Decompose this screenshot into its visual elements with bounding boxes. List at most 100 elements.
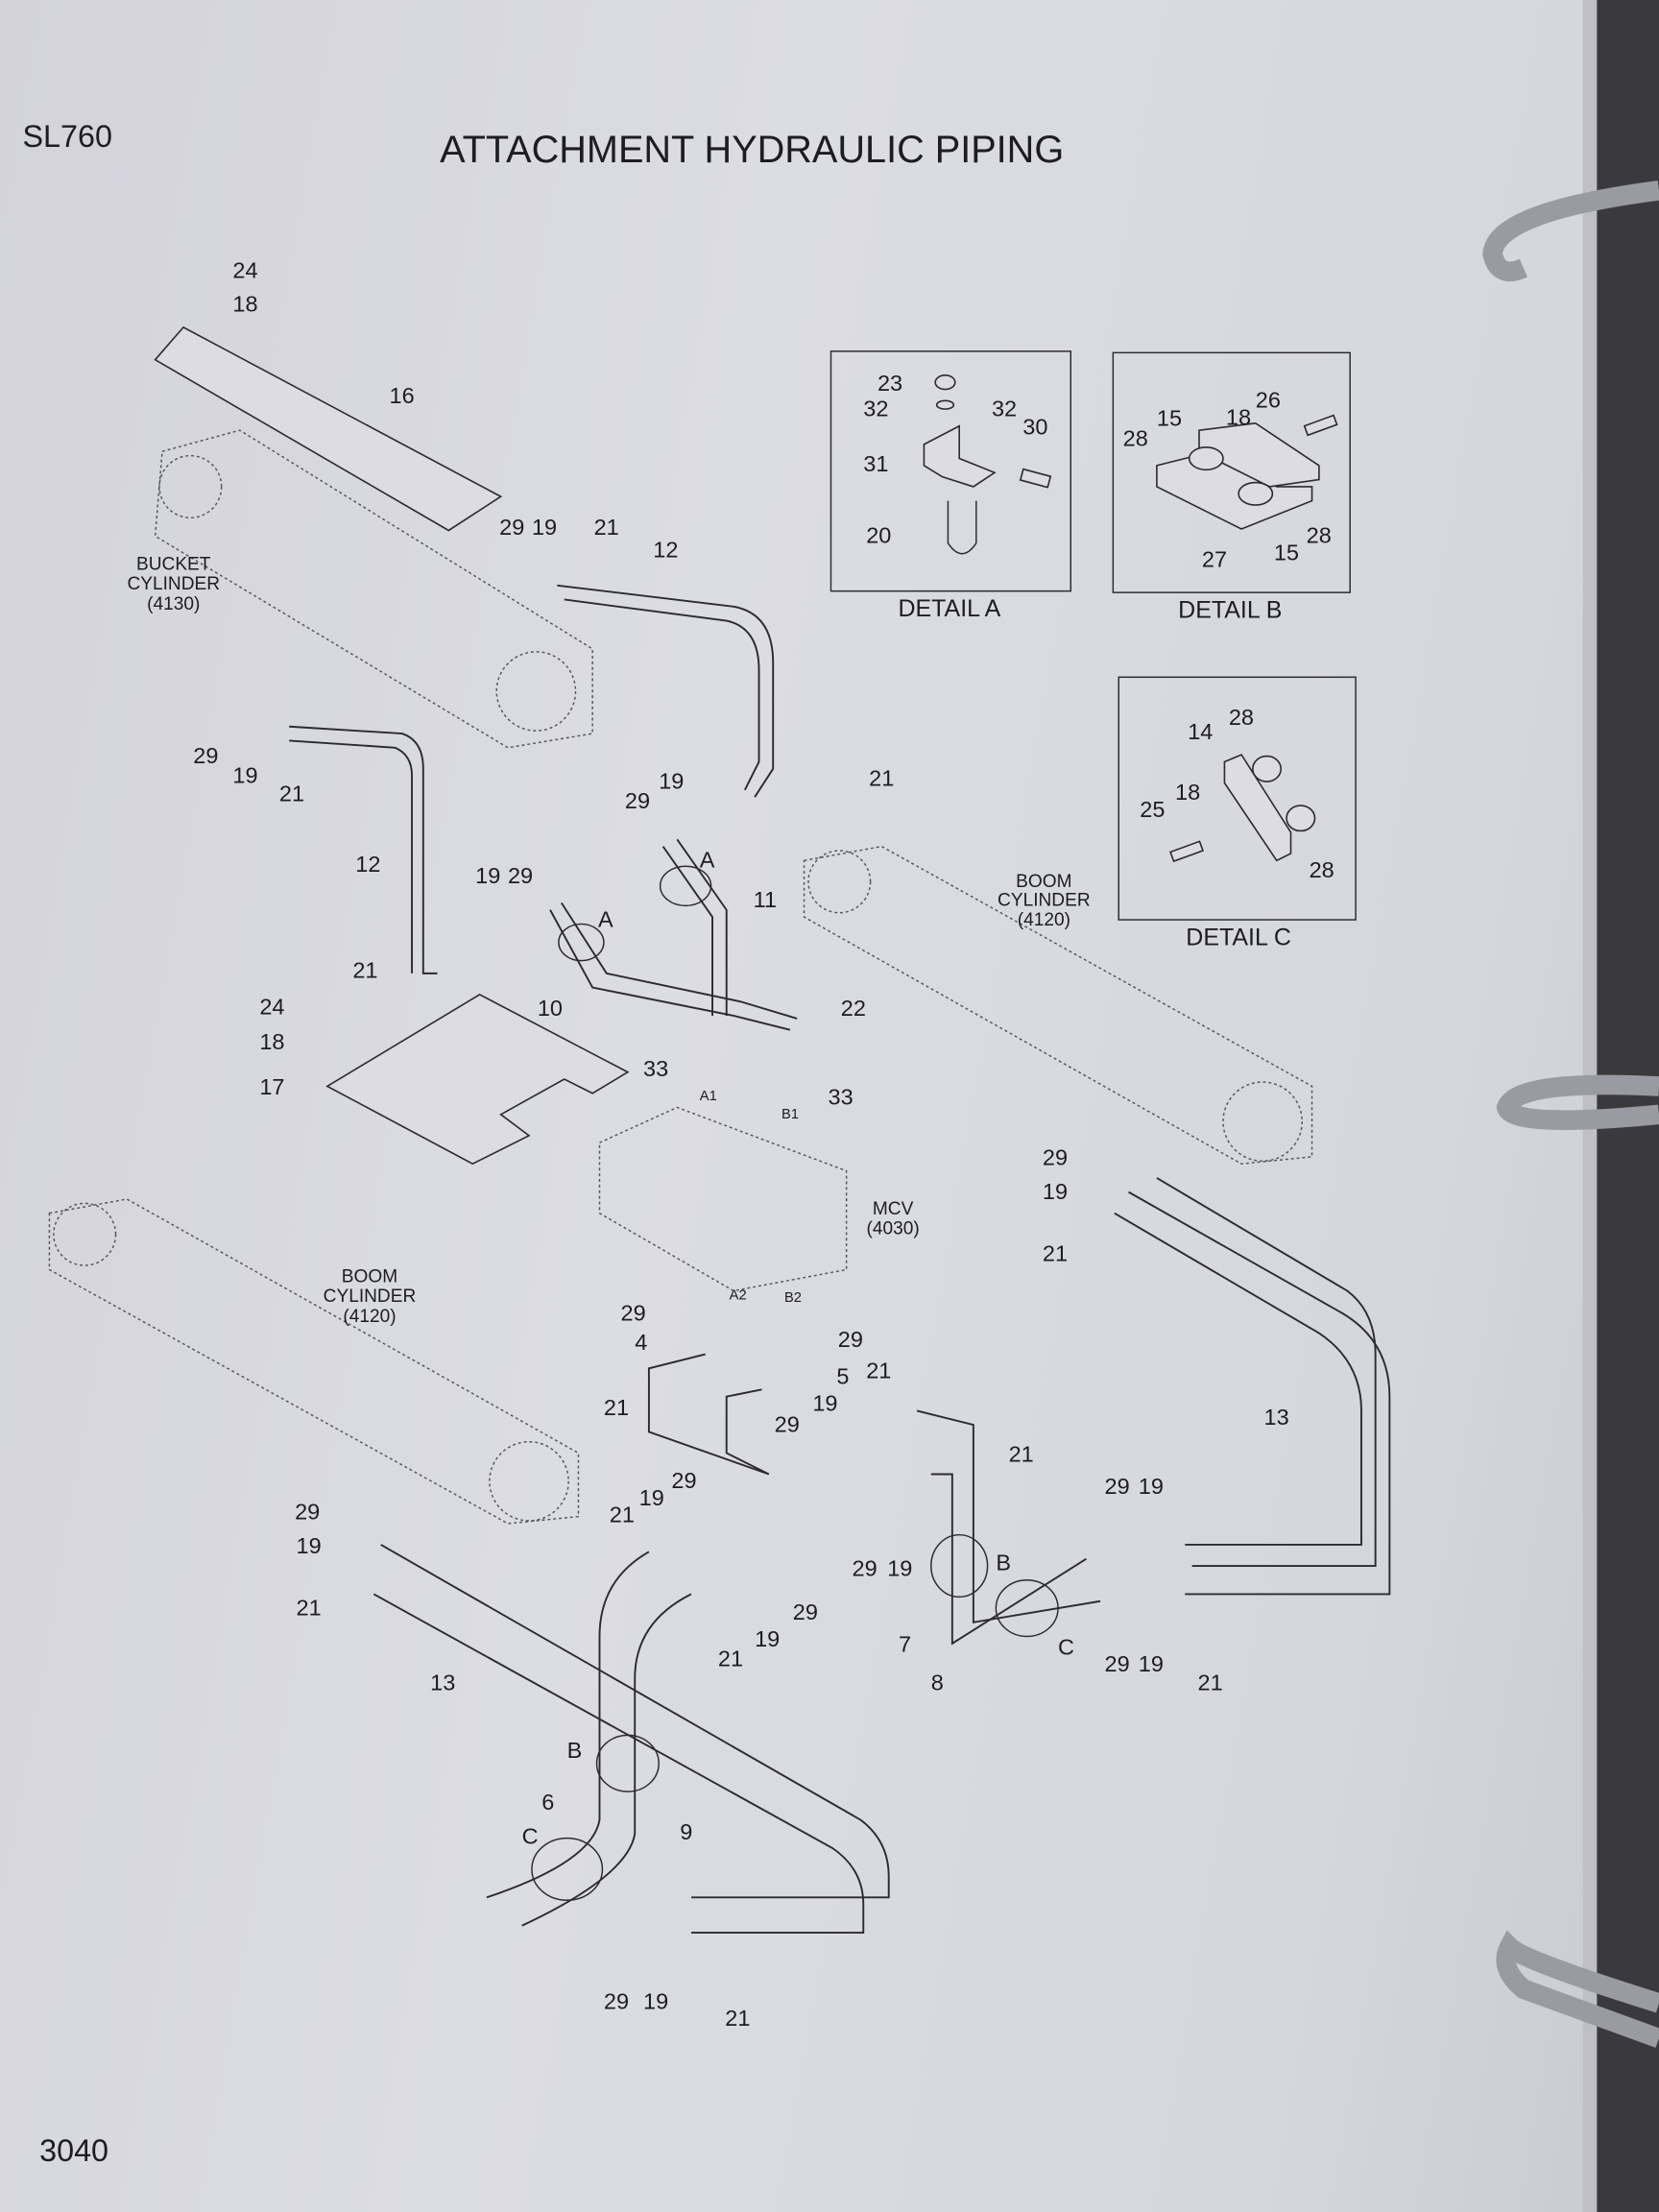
svg-text:CYLINDER: CYLINDER	[324, 1286, 417, 1307]
svg-text:13: 13	[1264, 1405, 1289, 1430]
svg-text:19: 19	[643, 1988, 668, 2013]
svg-text:8: 8	[931, 1670, 944, 1695]
callout: 28	[1307, 523, 1332, 548]
svg-text:10: 10	[538, 996, 563, 1021]
callout: 23	[878, 371, 902, 396]
callout: 30	[1022, 415, 1047, 440]
svg-text:29: 29	[295, 1500, 320, 1525]
detail-c-box	[1118, 676, 1357, 921]
detail-c-title: DETAIL C	[1186, 924, 1291, 950]
svg-text:A2: A2	[730, 1287, 747, 1303]
callout: 18	[1226, 404, 1251, 429]
detail-b-title: DETAIL B	[1178, 597, 1282, 624]
svg-text:19: 19	[659, 768, 684, 793]
hydraulic-pipes	[289, 584, 1391, 1935]
cover-plate-17	[325, 993, 630, 1166]
svg-text:C: C	[1058, 1635, 1074, 1660]
svg-text:B1: B1	[781, 1107, 799, 1122]
svg-text:21: 21	[594, 515, 619, 540]
svg-text:CYLINDER: CYLINDER	[998, 890, 1091, 910]
svg-text:21: 21	[297, 1595, 322, 1620]
boom-cylinder-left-outline	[48, 1198, 580, 1525]
svg-text:29: 29	[775, 1411, 800, 1436]
pipe-clamp-drawing	[1169, 754, 1316, 863]
svg-text:29: 29	[508, 863, 533, 888]
svg-text:19: 19	[887, 1555, 912, 1580]
svg-text:BUCKET: BUCKET	[136, 555, 211, 575]
svg-text:21: 21	[352, 957, 377, 982]
svg-text:A: A	[700, 848, 715, 873]
u-bolt-bracket-drawing	[923, 374, 1052, 555]
svg-text:17: 17	[259, 1074, 284, 1099]
svg-text:29: 29	[625, 788, 650, 813]
svg-text:21: 21	[1198, 1670, 1223, 1695]
callout: 28	[1123, 425, 1148, 450]
page-number: 3040	[39, 2133, 108, 2168]
svg-text:BOOM: BOOM	[1016, 872, 1071, 892]
callout: 26	[1256, 388, 1281, 413]
svg-text:11: 11	[754, 887, 777, 912]
svg-text:29: 29	[1105, 1474, 1130, 1499]
callout: 32	[992, 396, 1017, 421]
svg-text:18: 18	[259, 1029, 284, 1054]
svg-text:5: 5	[836, 1363, 849, 1388]
svg-text:(4120): (4120)	[1018, 910, 1070, 930]
svg-text:21: 21	[1009, 1441, 1034, 1466]
svg-text:21: 21	[604, 1395, 629, 1420]
svg-text:B: B	[567, 1738, 583, 1763]
svg-text:33: 33	[643, 1056, 668, 1081]
svg-text:29: 29	[793, 1599, 818, 1624]
callout: 27	[1202, 547, 1227, 572]
boom-cylinder-left-label: BOOM CYLINDER (4120)	[324, 1267, 417, 1327]
svg-text:29: 29	[1105, 1651, 1130, 1676]
port-labels: A1 B1 A2 B2	[700, 1089, 802, 1306]
svg-text:4: 4	[635, 1330, 647, 1355]
callout: 18	[1175, 780, 1200, 805]
svg-text:21: 21	[279, 781, 304, 806]
svg-text:24: 24	[259, 994, 284, 1019]
mcv-label: MCV (4030)	[867, 1199, 920, 1239]
boom-cylinder-right-label: BOOM CYLINDER (4120)	[998, 872, 1091, 930]
svg-text:19: 19	[755, 1626, 780, 1651]
svg-text:BOOM: BOOM	[342, 1267, 397, 1287]
callout: 14	[1188, 719, 1213, 744]
callout: 15	[1274, 540, 1299, 565]
callout: 28	[1229, 705, 1254, 730]
svg-text:21: 21	[725, 2006, 750, 2031]
callouts: 24 18 16 29 19 21 12 29 19 21 19 29 21 1…	[193, 257, 1288, 2031]
callout: 15	[1157, 406, 1182, 431]
svg-text:24: 24	[232, 257, 257, 282]
svg-text:29: 29	[604, 1988, 629, 2013]
detail-b-box	[1112, 351, 1351, 593]
svg-text:29: 29	[499, 515, 524, 540]
section-marks: A A B C B C	[522, 848, 1074, 1849]
svg-text:19: 19	[1139, 1651, 1164, 1676]
page-edge	[1582, 0, 1598, 2212]
binder-ring-icon	[1482, 180, 1659, 2048]
detail-a-box	[830, 350, 1071, 592]
svg-text:12: 12	[355, 852, 380, 877]
svg-text:19: 19	[1139, 1474, 1164, 1499]
svg-text:19: 19	[475, 863, 500, 888]
callout: 25	[1140, 797, 1165, 822]
svg-text:12: 12	[653, 537, 678, 562]
svg-text:(4030): (4030)	[867, 1219, 920, 1239]
svg-text:21: 21	[869, 765, 894, 790]
svg-text:18: 18	[232, 292, 257, 317]
detail-a-title: DETAIL A	[898, 595, 1000, 622]
callout: 28	[1310, 857, 1334, 882]
svg-text:19: 19	[297, 1533, 322, 1558]
svg-text:29: 29	[853, 1555, 878, 1580]
mcv-valve-outline	[598, 1106, 848, 1292]
svg-text:21: 21	[718, 1646, 743, 1671]
svg-text:9: 9	[680, 1819, 692, 1844]
page-title: ATTACHMENT HYDRAULIC PIPING	[440, 129, 1064, 171]
pipe-clamp-drawing	[1156, 414, 1338, 530]
callout: 31	[863, 451, 888, 476]
svg-text:CYLINDER: CYLINDER	[127, 574, 220, 594]
callout: 32	[863, 396, 888, 421]
svg-text:22: 22	[841, 996, 866, 1021]
svg-text:A: A	[598, 906, 613, 931]
